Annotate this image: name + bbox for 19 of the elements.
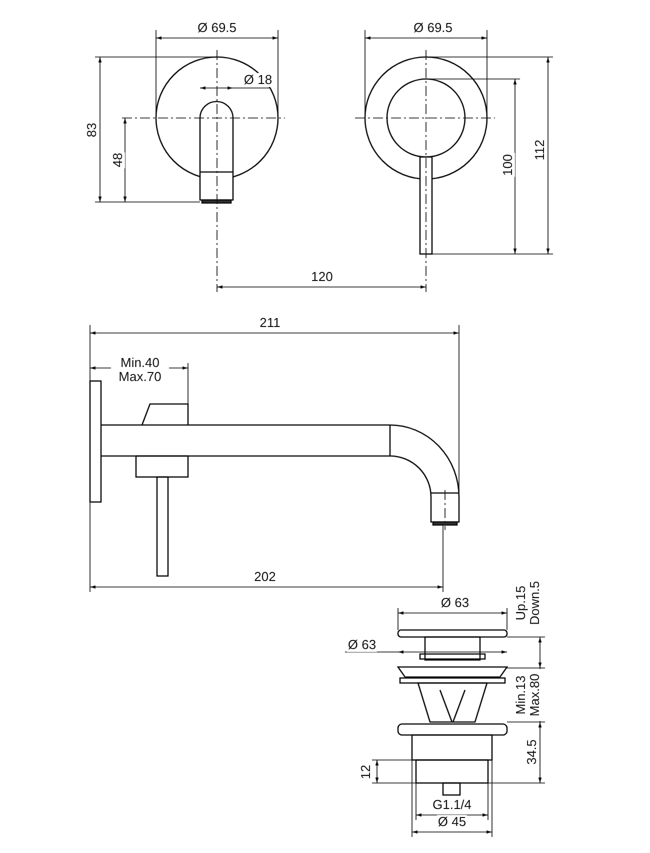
- dimension-label: 48: [111, 152, 125, 168]
- dimension-label: Ø 45: [436, 815, 468, 829]
- dimension-label: 112: [533, 138, 547, 162]
- dimension-label: 202: [253, 570, 277, 584]
- dimension-label: 34.5: [525, 738, 539, 766]
- dimension-label: 120: [310, 270, 334, 284]
- dimension-label: Min.13 Max.80: [514, 669, 542, 721]
- dimension-label: Min.40 Max.70: [111, 356, 169, 384]
- dimension-label: Ø 63: [440, 596, 470, 610]
- dimension-label: Ø 18: [242, 73, 274, 87]
- dimension-label: 100: [501, 153, 515, 177]
- dimension-label: 211: [258, 316, 282, 330]
- dimension-label: Ø 69.5: [412, 21, 454, 35]
- dimension-label: Ø 63: [346, 638, 378, 652]
- dimension-label: Up.15 Down.5: [514, 579, 542, 627]
- dimension-label: G1.1/4: [431, 798, 473, 812]
- dimension-label: 12: [359, 764, 373, 780]
- dimension-label: Ø 69.5: [196, 21, 238, 35]
- dimension-label: 83: [85, 122, 99, 138]
